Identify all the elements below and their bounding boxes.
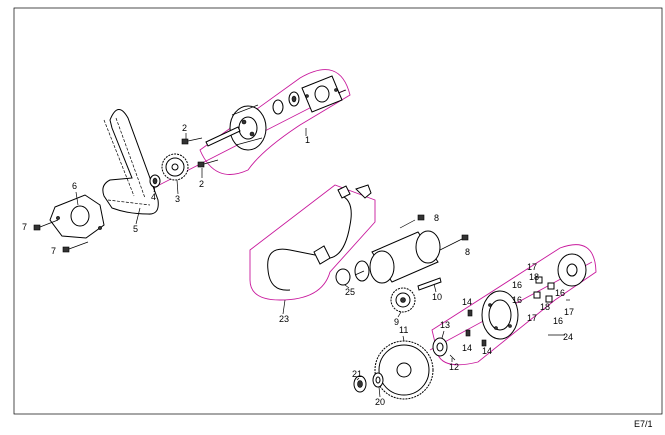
callout-2-upper: 2 <box>182 123 187 133</box>
callout-17-c: 17 <box>564 307 574 317</box>
group-outline-1 <box>199 69 351 175</box>
callout-8-lower: 8 <box>465 247 470 257</box>
cable-terminal-top <box>337 185 351 199</box>
callout-3: 3 <box>175 194 180 204</box>
callout-14-b: 14 <box>462 343 472 353</box>
callout-17-a: 17 <box>527 262 537 272</box>
bolt-2-upper <box>181 137 203 145</box>
callout-12: 12 <box>449 362 459 372</box>
callout-5: 5 <box>133 224 138 234</box>
cable-connector <box>355 184 372 199</box>
screws-14 <box>465 309 487 347</box>
cable-terminal-bottom <box>313 245 331 265</box>
callout-16-b: 16 <box>512 295 522 305</box>
callout-21: 21 <box>352 369 362 379</box>
motor-bolt-8-lower <box>439 234 469 251</box>
callout-4: 4 <box>151 192 156 202</box>
callout-10: 10 <box>432 292 442 302</box>
starter-driven-gear <box>374 340 434 400</box>
callout-14-a: 14 <box>462 297 472 307</box>
motor-bolt-8-upper <box>399 214 425 229</box>
callout-25: 25 <box>345 287 355 297</box>
bolt-2-lower <box>197 159 219 168</box>
callout-6: 6 <box>72 181 77 191</box>
cam-chain <box>102 109 159 215</box>
callout-13: 13 <box>440 320 450 330</box>
callout-18-a: 18 <box>529 272 539 282</box>
callout-16-a: 16 <box>512 280 522 290</box>
clutch-outer <box>481 290 519 340</box>
callout-16-c: 16 <box>555 288 565 298</box>
leader-lines <box>75 133 565 398</box>
drive-sprocket <box>149 174 161 188</box>
washer-20 <box>372 372 384 388</box>
callout-7-lower: 7 <box>51 246 56 256</box>
cover-bolt <box>337 89 347 94</box>
callout-17-b: 17 <box>527 313 537 323</box>
group-outline-23 <box>249 184 376 301</box>
page-code: E7/1 <box>634 419 653 429</box>
callout-7-upper: 7 <box>22 222 27 232</box>
seal-ring <box>272 99 284 115</box>
callout-1: 1 <box>305 135 310 145</box>
washer-12 <box>449 354 456 361</box>
callout-8-upper: 8 <box>434 213 439 223</box>
one-way-bearing <box>432 337 448 357</box>
tensioner-housing <box>229 104 267 151</box>
callout-16-d: 16 <box>553 316 563 326</box>
callout-23: 23 <box>279 314 289 324</box>
callout-14-c: 14 <box>482 346 492 356</box>
callout-24: 24 <box>563 332 573 342</box>
diagram-frame <box>13 7 663 415</box>
starter-motor-group <box>249 184 469 301</box>
starter-cable <box>267 194 352 291</box>
flywheel-clutch-group <box>429 244 597 366</box>
group-outline-24 <box>431 244 597 366</box>
callout-11: 11 <box>399 325 408 335</box>
starter-motor <box>354 230 441 284</box>
guide-plate <box>49 194 105 239</box>
callout-18-b: 18 <box>540 302 550 312</box>
tensioner-assembly-group <box>119 69 351 206</box>
roller-set <box>533 276 555 303</box>
callout-2-lower: 2 <box>199 179 204 189</box>
idler-shaft <box>417 277 442 291</box>
cover-plate <box>301 75 343 113</box>
starter-gear <box>390 287 416 313</box>
cam-sprocket <box>161 153 189 181</box>
callout-20: 20 <box>375 397 385 407</box>
rotor-plate <box>557 253 587 287</box>
callout-9: 9 <box>394 317 399 327</box>
o-ring-25 <box>335 268 351 286</box>
plate-bolts-7 <box>33 219 89 253</box>
tensioner-bolt <box>205 126 241 147</box>
